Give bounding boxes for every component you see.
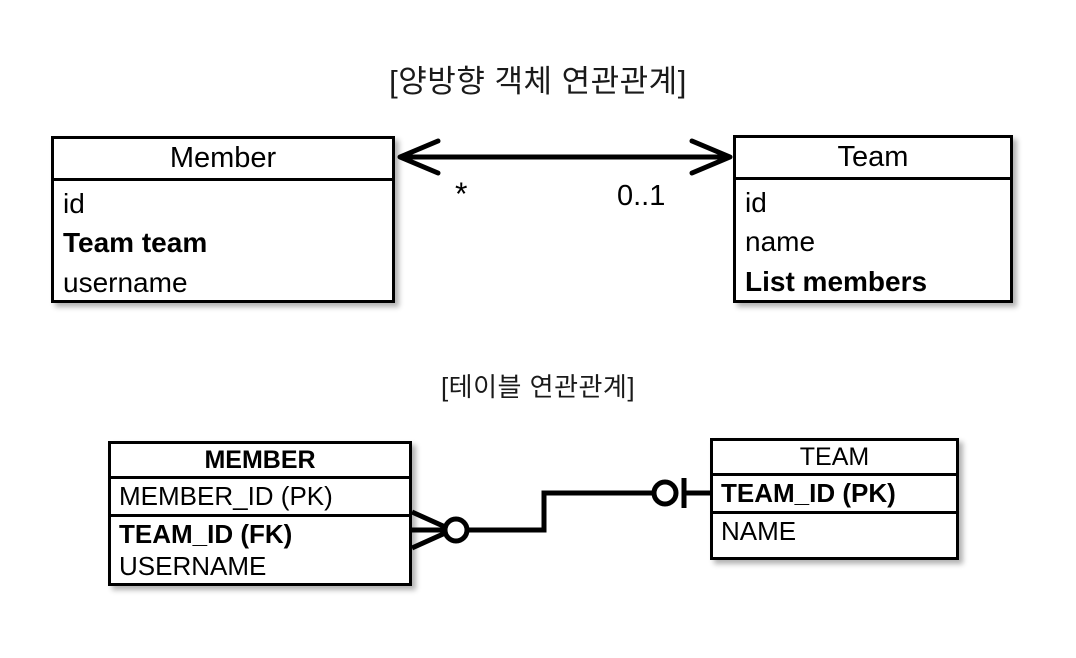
table-model-caption: [테이블 연관관계]	[440, 372, 636, 402]
class-box-member[interactable]: Member id Team team username	[51, 136, 395, 303]
table-name-member: MEMBER	[111, 444, 409, 479]
crows-foot-many-icon	[410, 509, 454, 551]
table-column: NAME	[713, 511, 956, 546]
class-box-team[interactable]: Team id name List members	[733, 135, 1013, 303]
relationship-line	[463, 490, 656, 533]
bidirectional-association-arrow	[397, 138, 733, 176]
class-attribute: id	[63, 188, 85, 219]
multiplicity-target: 0..1	[617, 180, 666, 212]
table-column: USERNAME	[119, 551, 267, 581]
table-column: MEMBER_ID (PK)	[119, 481, 333, 511]
table-box-member[interactable]: MEMBER MEMBER_ID (PK) TEAM_ID (FK) USERN…	[108, 441, 412, 586]
zero-circle-member-icon	[442, 516, 470, 544]
multiplicity-source: *	[455, 176, 468, 212]
arrowhead-right-icon	[689, 138, 733, 176]
class-attribute: Team team	[63, 227, 208, 258]
zero-circle-team-icon	[651, 479, 679, 507]
arrowhead-left-icon	[397, 138, 441, 176]
table-box-team[interactable]: TEAM TEAM_ID (PK) NAME	[710, 438, 959, 560]
class-attribute: id	[745, 187, 767, 218]
class-name-team: Team	[736, 138, 1010, 180]
table-column: TEAM_ID (FK)	[111, 514, 409, 549]
table-relationship-connector	[410, 478, 712, 551]
class-attribute: username	[63, 267, 188, 298]
class-name-member: Member	[54, 139, 392, 181]
table-column: TEAM_ID (PK)	[721, 478, 896, 508]
class-attribute: List members	[745, 266, 928, 297]
object-model-caption: [양방향 객체 연관관계]	[389, 64, 687, 99]
class-attribute: name	[745, 226, 816, 257]
table-name-team: TEAM	[713, 441, 956, 476]
